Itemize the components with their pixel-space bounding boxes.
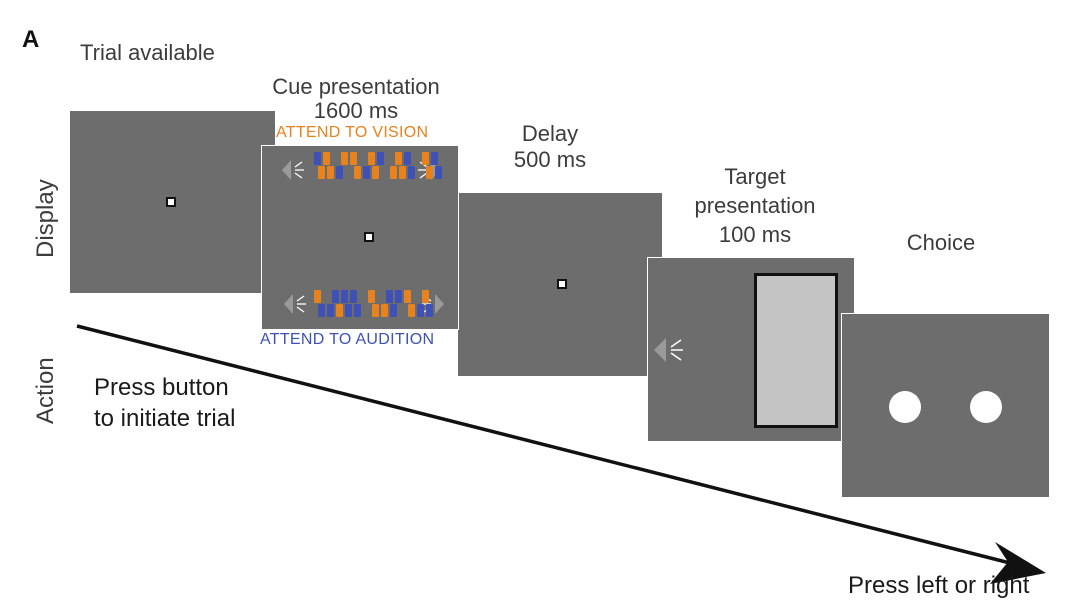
cue-bar: [314, 290, 321, 303]
cue-bar: [377, 152, 384, 165]
speaker-icon: [284, 294, 306, 314]
cue-label-vision: ATTEND TO VISION: [276, 124, 429, 141]
cue-bar: [318, 304, 325, 317]
cue-bar: [399, 166, 406, 179]
panel-title-target-line2: presentation: [694, 193, 816, 218]
cue-bar: [318, 166, 325, 179]
cue-bar: [404, 152, 411, 165]
fixation-square-icon: [557, 279, 567, 289]
cue-bar: [426, 166, 433, 179]
speaker-icon: [654, 338, 683, 362]
cue-bar: [332, 290, 339, 303]
cue-bar: [395, 290, 402, 303]
cue-bar: [381, 304, 388, 317]
panel-letter: A: [22, 26, 40, 53]
panel-duration-target: 100 ms: [718, 222, 792, 247]
target-bar: [754, 273, 838, 428]
screen-trial-available: [70, 111, 275, 293]
cue-stimuli: [282, 152, 444, 317]
cue-bar: [354, 166, 361, 179]
cue-bar: [408, 166, 415, 179]
fixation-square-icon: [364, 232, 374, 242]
cue-bar: [341, 152, 348, 165]
choice-port-left-circle-icon: [889, 391, 921, 423]
cue-bar: [323, 152, 330, 165]
action-start-line1: Press button: [94, 374, 229, 401]
cue-bar: [408, 304, 415, 317]
panel-duration-cue: 1600 ms: [313, 98, 399, 123]
choice-port-right-circle-icon: [970, 391, 1002, 423]
cue-bar: [354, 304, 361, 317]
cue-bar: [422, 152, 429, 165]
cue-bar: [390, 304, 397, 317]
screen-cue: [261, 145, 459, 330]
screen-choice: [841, 313, 1050, 498]
speaker-icon: [282, 160, 304, 180]
cue-bar: [372, 166, 379, 179]
action-start-line2: to initiate trial: [94, 405, 236, 432]
cue-bar: [341, 290, 348, 303]
fixation-square-icon: [166, 197, 176, 207]
cue-label-audition: ATTEND TO AUDITION: [260, 331, 435, 348]
panel-title-delay: Delay: [521, 121, 579, 146]
cue-bar: [372, 304, 379, 317]
screen-target: [647, 257, 855, 442]
cue-bar: [395, 152, 402, 165]
cue-bar: [431, 152, 438, 165]
cue-bar: [345, 304, 352, 317]
cue-bar: [327, 166, 334, 179]
cue-bar: [390, 166, 397, 179]
cue-bar: [368, 152, 375, 165]
cue-bar: [336, 304, 343, 317]
cue-bar: [350, 152, 357, 165]
cue-bar: [314, 152, 321, 165]
screen-delay: [457, 192, 663, 377]
panel-title-trial-available: Trial available: [80, 40, 215, 65]
panel-title-target: Target: [724, 164, 786, 189]
cue-bar: [350, 290, 357, 303]
cue-bar: [336, 166, 343, 179]
row-label-display: Display: [32, 179, 59, 258]
cue-bar: [404, 290, 411, 303]
cue-bar: [327, 304, 334, 317]
cue-bar: [435, 166, 442, 179]
cue-bar: [417, 304, 424, 317]
cue-bar: [426, 304, 433, 317]
panel-title-cue: Cue presentation: [272, 74, 440, 99]
panel-duration-delay: 500 ms: [513, 147, 587, 172]
action-end: Press left or right: [848, 572, 1030, 599]
panel-title-choice: Choice: [906, 230, 976, 255]
cue-bar: [422, 290, 429, 303]
cue-bar: [363, 166, 370, 179]
cue-bar: [368, 290, 375, 303]
cue-bar: [386, 290, 393, 303]
row-label-action: Action: [32, 357, 59, 424]
